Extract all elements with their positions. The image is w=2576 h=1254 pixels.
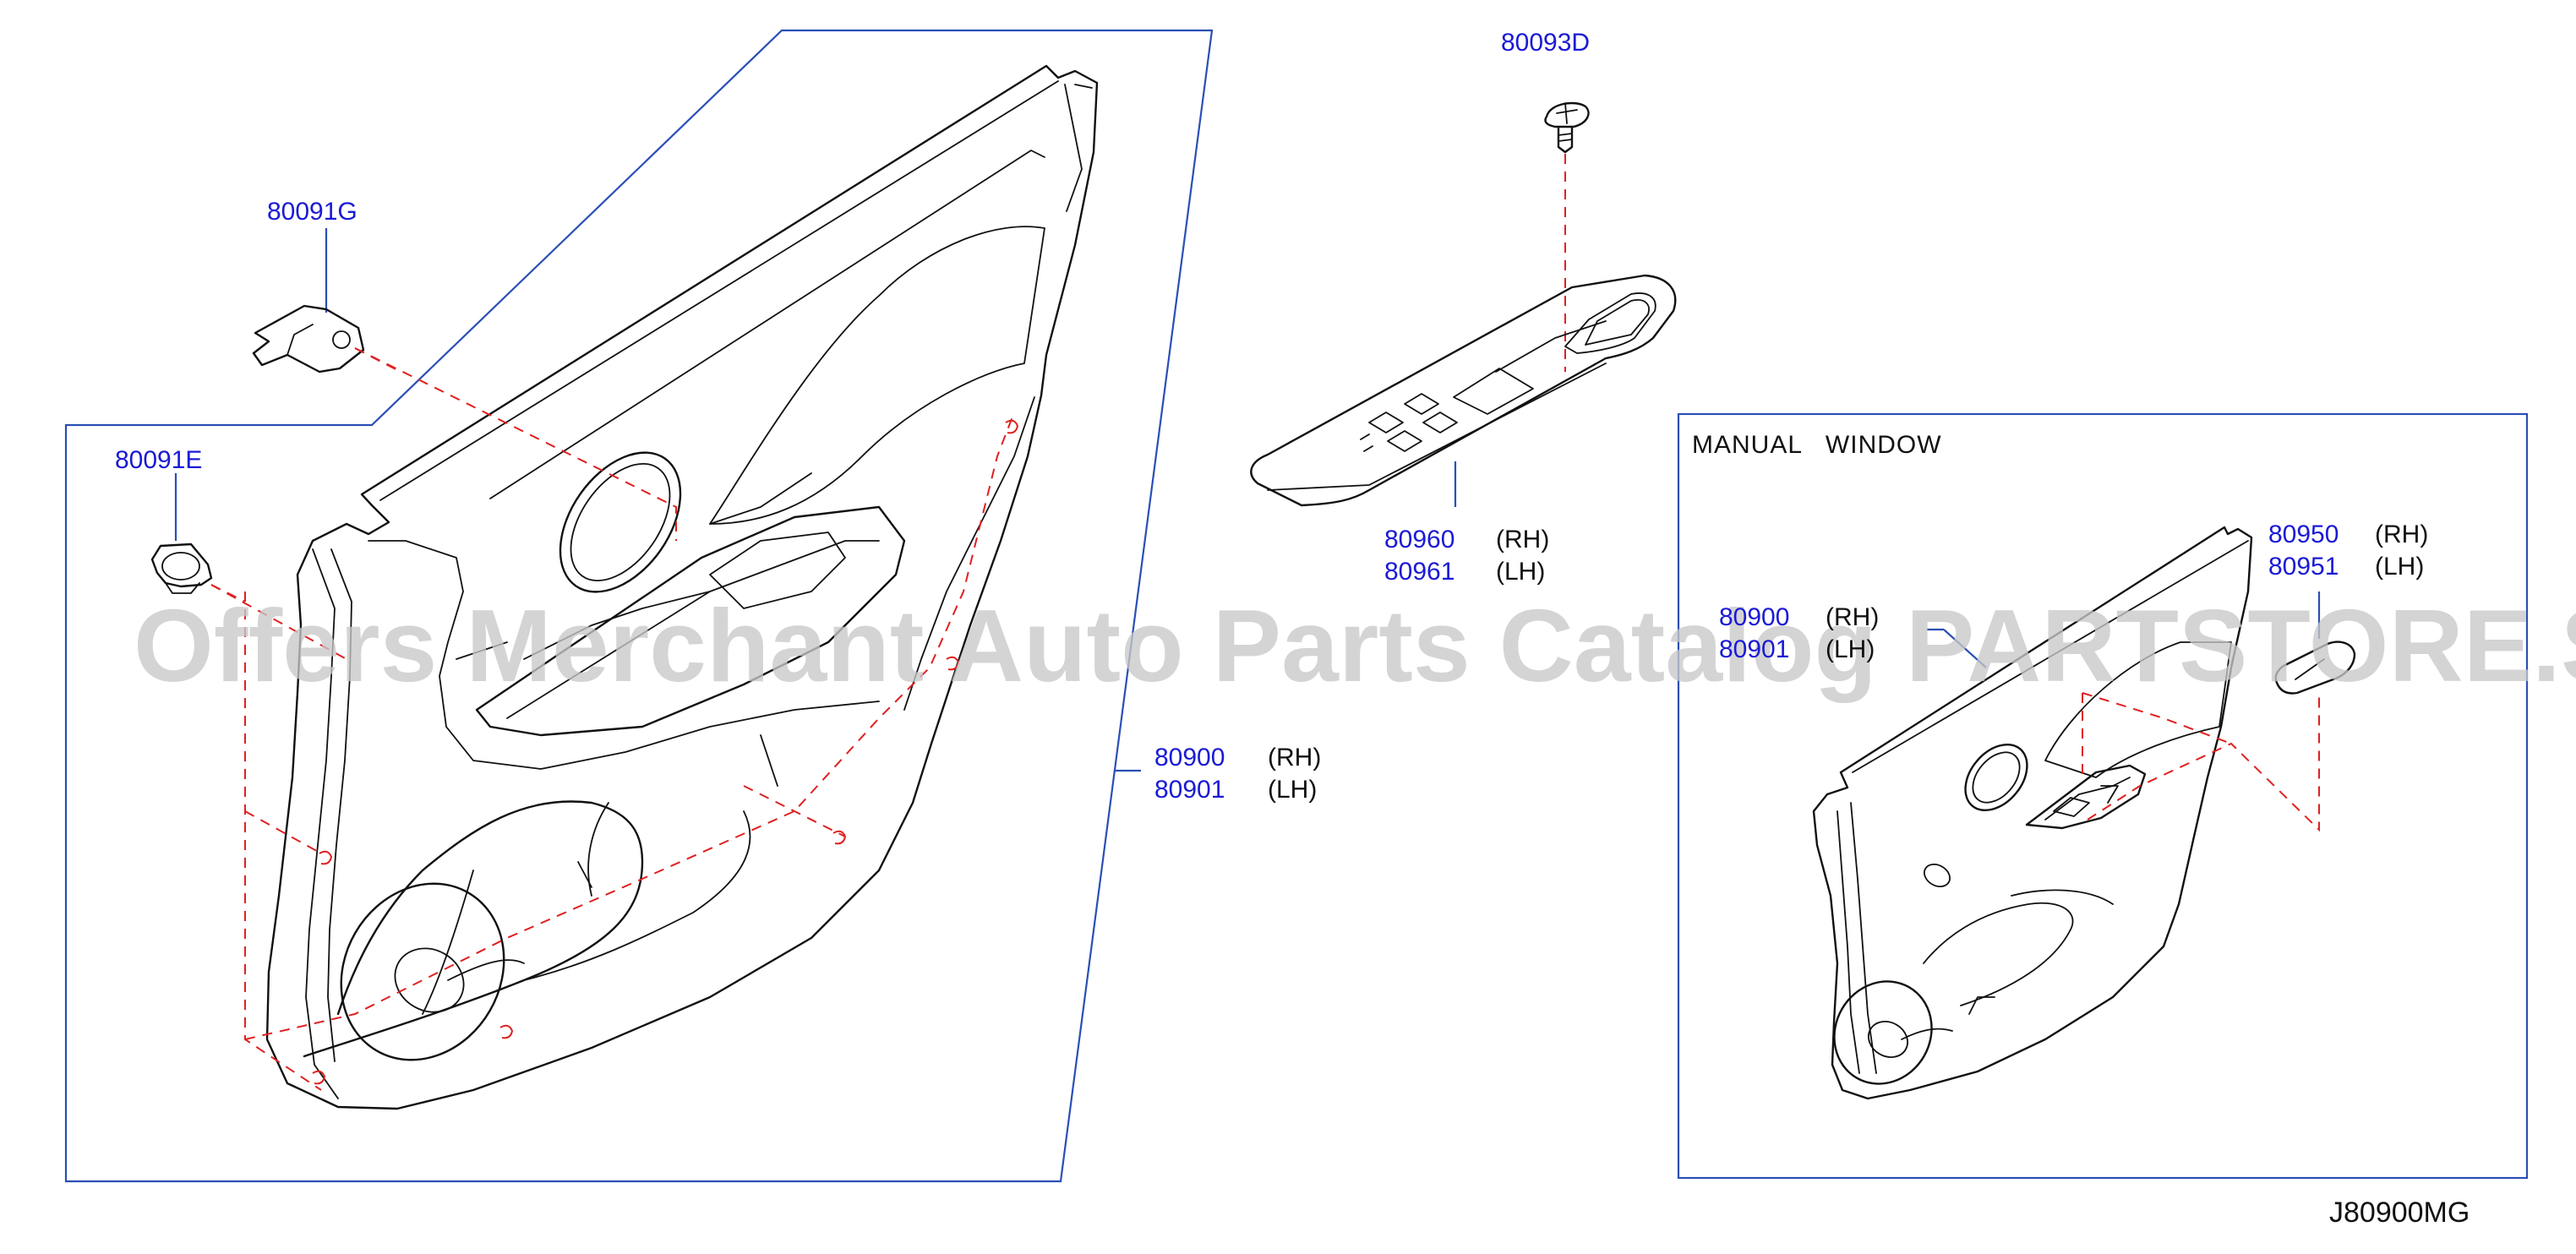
label-inset-panel-rh-side: (RH) [1826, 603, 1879, 631]
manual-window-inset-frame [1677, 412, 2529, 1180]
label-inset-finisher-rh-side: (RH) [2375, 521, 2428, 548]
label-inset-panel-rh: 80900 [1719, 603, 1789, 631]
label-inset-finisher-lh: 80951 [2268, 553, 2339, 581]
label-inset-finisher-rh: 80950 [2268, 521, 2339, 548]
inset-panel-leader [1943, 629, 1987, 668]
main-clip-frame [244, 412, 1015, 1091]
inset-door-trim-panel [1812, 526, 2253, 1100]
label-finisher-rh: 80960 [1384, 526, 1454, 553]
main-clip-guide [354, 347, 677, 541]
label-inset-finisher-lh-side: (LH) [2375, 553, 2424, 581]
inset-title: MANUAL WINDOW [1692, 431, 1942, 459]
main-clip-guide-2 [743, 785, 846, 837]
panel-clip-markers [312, 419, 1019, 1085]
label-inset-panel-lh: 80901 [1719, 635, 1789, 663]
screw-80093d [1544, 101, 1590, 372]
label-clip-80091g: 80091G [267, 198, 357, 226]
label-main-panel-lh-side: (LH) [1268, 776, 1317, 804]
inset-clip-guide [2087, 693, 2320, 832]
switch-finisher [1250, 274, 1677, 507]
main-group-frame [64, 29, 1214, 1183]
inset-clip-guide-3 [2082, 692, 2232, 744]
label-inset-panel-lh-side: (LH) [1826, 635, 1875, 663]
label-main-panel-rh-side: (RH) [1268, 744, 1321, 771]
inset-finisher [2274, 592, 2356, 695]
label-finisher-lh-side: (LH) [1496, 558, 1545, 586]
drawing-code: J80900MG [2329, 1197, 2470, 1229]
door-trim-panel [265, 64, 1099, 1110]
label-finisher-rh-side: (RH) [1496, 526, 1549, 553]
clip-80091e [150, 473, 246, 602]
label-main-panel-lh: 80901 [1154, 776, 1225, 804]
label-clip-80091e: 80091E [115, 446, 202, 474]
watermark: Offers Merchant Auto Parts Catalog PARTS… [134, 588, 2576, 703]
clip-80091g [252, 228, 398, 373]
main-clip-guide-lower [210, 584, 347, 660]
label-finisher-lh: 80961 [1384, 558, 1454, 586]
label-screw-80093d: 80093D [1501, 29, 1590, 57]
label-main-panel-rh: 80900 [1154, 744, 1225, 771]
